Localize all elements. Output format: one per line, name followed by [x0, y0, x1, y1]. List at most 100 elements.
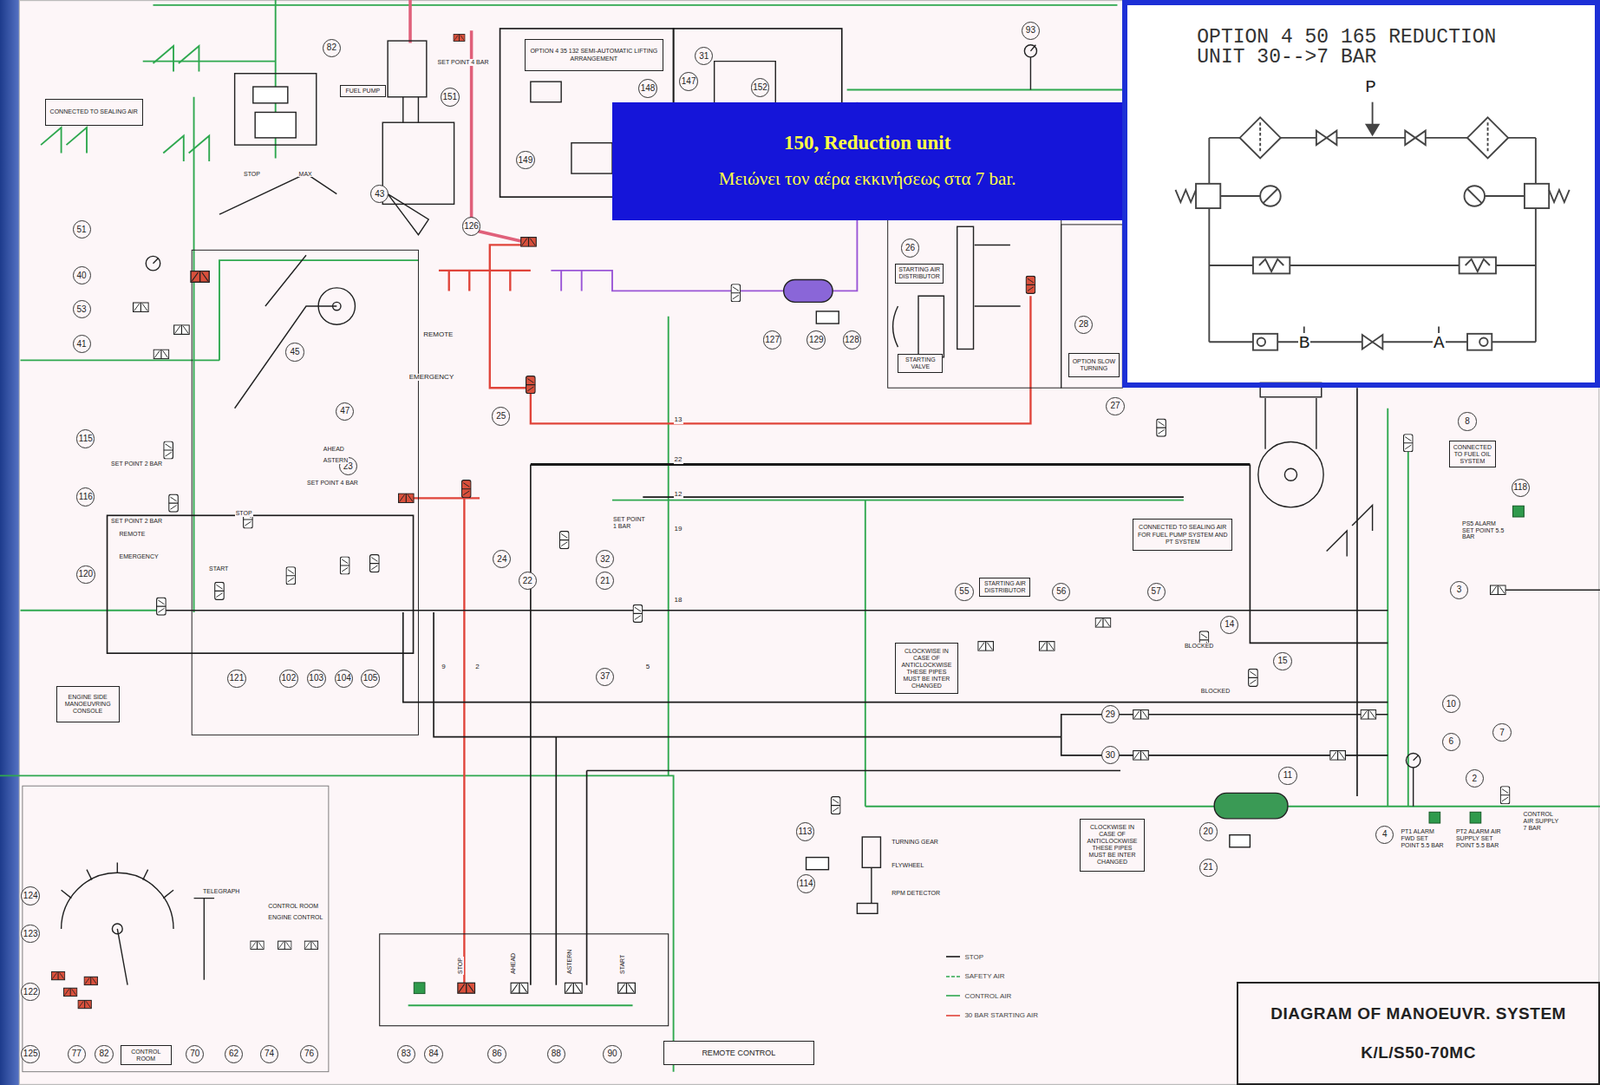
- node-text: 8: [1464, 417, 1470, 426]
- node-text: 88: [551, 1049, 562, 1058]
- label: FLYWHEEL: [890, 862, 925, 869]
- node-text: 25: [496, 411, 506, 421]
- callout-number: 57: [1147, 582, 1166, 601]
- label: A: [1432, 333, 1446, 353]
- node-text: 14: [1224, 620, 1235, 629]
- label: AHEAD: [509, 952, 517, 975]
- node-text: 122: [23, 987, 39, 997]
- node-text: 45: [289, 347, 300, 357]
- callout-number: 84: [424, 1044, 443, 1064]
- node-text: 74: [264, 1049, 275, 1058]
- label: PT1 ALARM FWD SET POINT 5.5 BAR: [1399, 828, 1444, 849]
- node-text: 31: [698, 52, 709, 61]
- node-text: 126: [463, 222, 479, 231]
- callout-number: 8: [1457, 411, 1476, 431]
- callout-number: 148: [638, 78, 658, 98]
- callout-number: 53: [72, 300, 92, 319]
- label: START: [619, 953, 627, 974]
- note-box: OPTION 4 35 132 SEMI-AUTOMATIC LIFTING A…: [524, 39, 664, 72]
- callout-number: 124: [20, 886, 40, 906]
- callout-number: 147: [679, 71, 699, 92]
- callout-number: 51: [72, 220, 92, 239]
- label: 19: [673, 525, 684, 534]
- callout-number: 21: [595, 571, 614, 590]
- inset-panel: OPTION 4 50 165 REDUCTION UNIT 30-->7 BA…: [1122, 0, 1600, 388]
- node-text: 41: [77, 339, 87, 349]
- node-text: DIAGRAM OF MANOEUVR. SYSTEM: [1243, 1004, 1594, 1024]
- node-text: 118: [1513, 483, 1528, 492]
- node-text: 86: [491, 1049, 502, 1058]
- node-text: 147: [681, 77, 697, 86]
- label: 22: [673, 456, 684, 464]
- callout-number: 93: [1021, 21, 1040, 40]
- callout-number: 6: [1442, 732, 1461, 752]
- node-text: 27: [1110, 401, 1121, 411]
- callout-number: 41: [72, 334, 92, 353]
- label: EMERGENCY: [117, 553, 159, 561]
- callout-number: 118: [1511, 478, 1530, 497]
- note-box: FUEL PUMP: [339, 84, 386, 98]
- node-text: 151: [442, 92, 458, 102]
- node-text: 84: [429, 1049, 439, 1058]
- callout-number: 105: [360, 669, 380, 689]
- node-text: 148: [640, 84, 656, 93]
- callout-number: 82: [322, 39, 341, 58]
- node-text: OPTION 4 50 165 REDUCTION UNIT 30-->7 BA…: [1196, 27, 1503, 68]
- node-text: 129: [809, 335, 824, 345]
- callout-number: 152: [751, 78, 771, 98]
- callout-number: 77: [67, 1044, 86, 1064]
- node-text: 150, Reduction unit: [783, 131, 951, 155]
- node-text: 11: [1283, 770, 1293, 780]
- node-text: 21: [1203, 862, 1214, 872]
- legend-row: 30 BAR STARTING AIR: [943, 1011, 1040, 1019]
- label: PT2 ALARM AIR SUPPLY SET POINT 5.5 BAR: [1455, 828, 1504, 849]
- callout-number: 20: [1199, 822, 1218, 841]
- label: 18: [673, 596, 684, 605]
- node-text: 21: [600, 576, 610, 586]
- node-text: 103: [308, 673, 324, 683]
- note-box: STARTING VALVE: [897, 353, 943, 373]
- callout-number: 83: [397, 1044, 416, 1064]
- title-block: DIAGRAM OF MANOEUVR. SYSTEMK/L/S50-70MC: [1236, 981, 1600, 1085]
- node-text: 113: [797, 827, 812, 836]
- callout-number: 82: [94, 1044, 113, 1064]
- callout-number: 15: [1273, 652, 1292, 671]
- node-text: 121: [229, 673, 245, 683]
- node-text: 120: [78, 569, 93, 579]
- callout-number: 70: [185, 1044, 204, 1064]
- node-text: CONTROL ROOM: [124, 1048, 169, 1063]
- node-text: 10: [1446, 699, 1457, 709]
- node-text: ENGINE SIDE MANOEUVRING CONSOLE: [59, 693, 117, 715]
- node-text: STARTING VALVE: [901, 356, 940, 371]
- node-text: 51: [77, 225, 87, 235]
- callout-number: 76: [300, 1044, 319, 1064]
- legend-line-sample: [945, 953, 961, 960]
- label: TELEGRAPH: [202, 888, 241, 895]
- node-text: OPTION 4 35 132 SEMI-AUTOMATIC LIFTING A…: [528, 47, 660, 62]
- legend-row: STOP: [943, 953, 986, 961]
- callout-number: 11: [1278, 766, 1297, 785]
- callout-number: 103: [306, 669, 327, 689]
- legend-line-sample: [945, 1012, 961, 1019]
- pilot-pipe: [410, 0, 529, 243]
- note-box: STARTING AIR DISTRIBUTOR: [894, 263, 944, 285]
- note-box: REMOTE CONTROL: [663, 1040, 815, 1065]
- callout-number: 122: [20, 982, 40, 1002]
- label: CONTROL ROOM: [267, 902, 320, 910]
- note-box: CLOCKWISE IN CASE OF ANTICLOCKWISE THESE…: [894, 642, 959, 694]
- node-text: 90: [607, 1049, 617, 1058]
- legend-row: SAFETY AIR: [943, 972, 1006, 980]
- node-text: 20: [1203, 827, 1214, 836]
- callout-number: 29: [1101, 705, 1120, 724]
- node-text: 6: [1448, 737, 1454, 746]
- valve-symbols: [51, 34, 1524, 1009]
- callout-number: 45: [285, 342, 304, 361]
- label: SET POINT 4 BAR: [437, 58, 490, 66]
- legend-text: 30 BAR STARTING AIR: [964, 1011, 1039, 1019]
- node-text: 114: [799, 879, 814, 889]
- callout-number: 128: [842, 330, 863, 350]
- label: 12: [673, 490, 684, 499]
- callout-number: 116: [76, 487, 95, 506]
- reduction-unit-schematic: [1175, 102, 1570, 351]
